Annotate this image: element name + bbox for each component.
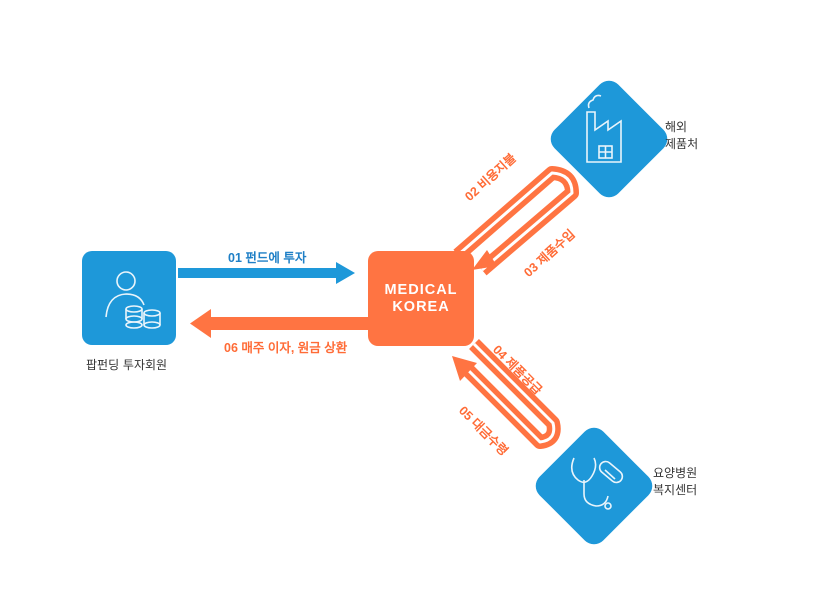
investor-coins-icon [105, 271, 161, 329]
center-line2: KOREA [392, 298, 450, 315]
nursing-label: 요양병원 복지센터 [653, 465, 697, 499]
arrow-04-05-loop [452, 339, 561, 449]
overseas-label-line2: 제품처 [665, 137, 699, 151]
nursing-label-line1: 요양병원 [653, 466, 698, 480]
investor-node [82, 251, 176, 345]
investor-label: 팝펀딩 투자회원 [86, 358, 168, 372]
center-line1: MEDICAL [384, 281, 458, 298]
medical-korea-node: MEDICAL KOREA [368, 251, 474, 346]
overseas-label-line1: 해외 [665, 120, 688, 134]
arrow-06-repay [190, 309, 368, 338]
flow-06-label: 06 매주 이자, 원금 상환 [224, 341, 348, 355]
flow-01-label: 01 펀드에 투자 [228, 251, 307, 265]
arrow-02-03-loop [453, 166, 579, 276]
nursing-label-line2: 복지센터 [653, 483, 698, 497]
overseas-label: 해외 제품처 [665, 119, 698, 153]
arrow-01-invest [178, 262, 355, 284]
